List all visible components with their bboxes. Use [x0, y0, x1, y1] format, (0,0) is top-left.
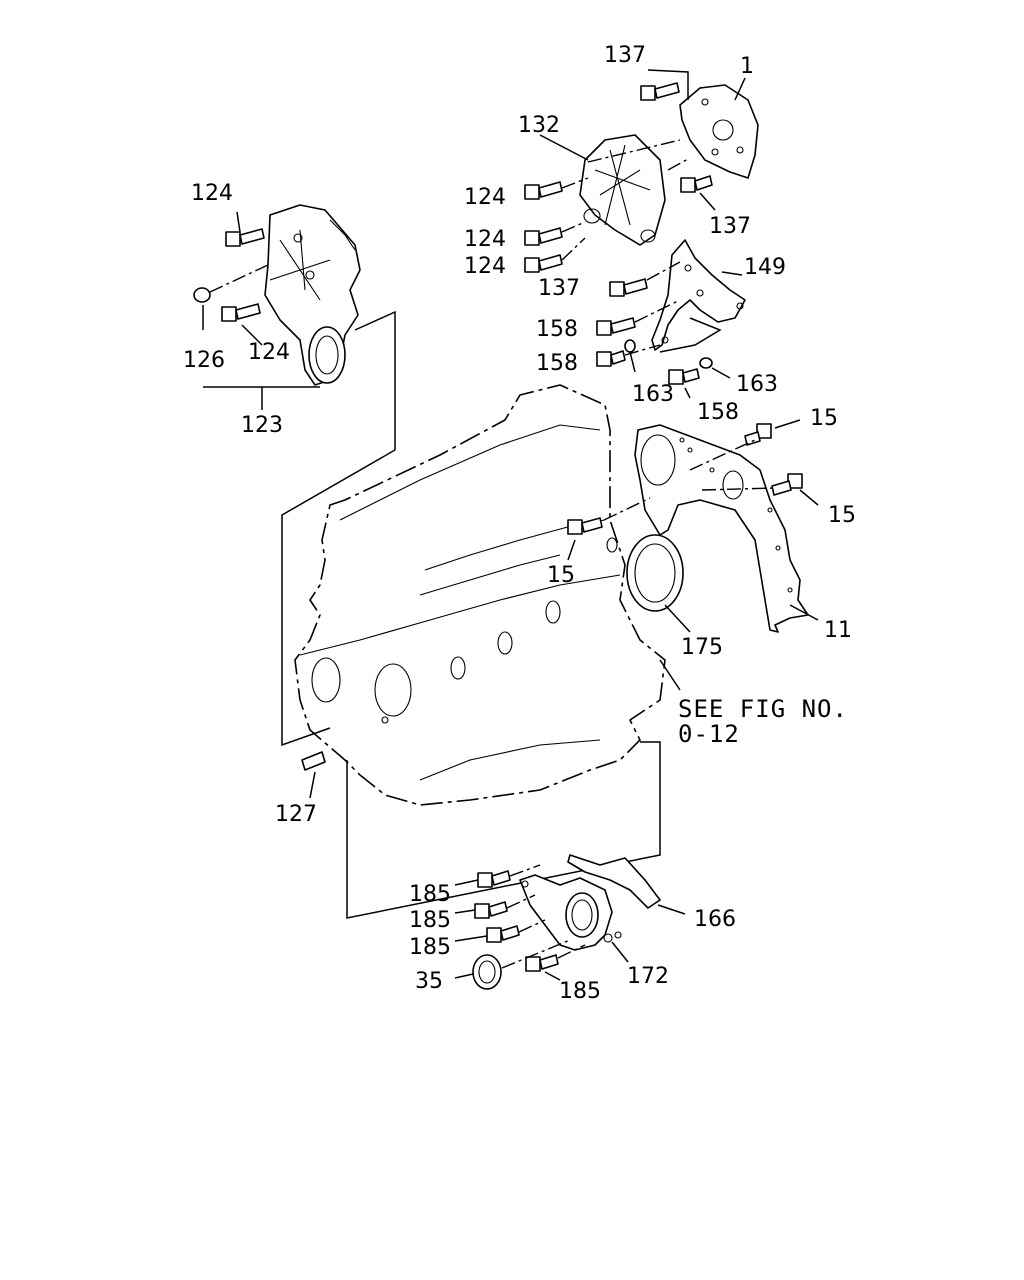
label-166: 166 — [694, 907, 736, 932]
bolt-15-left — [567, 517, 603, 535]
bolt-158-a — [596, 317, 636, 336]
label-185-d: 185 — [559, 979, 601, 1004]
oil-seal-175 — [626, 534, 684, 612]
label-127: 127 — [275, 802, 317, 827]
label-137-right: 137 — [709, 214, 751, 239]
bolt-124-right-2 — [524, 227, 563, 246]
cover-132 — [579, 134, 666, 246]
bolt-124-lower-left — [221, 303, 261, 322]
washer-163-b — [699, 357, 713, 369]
label-158-b: 158 — [536, 351, 578, 376]
label-124-right-3: 124 — [464, 254, 506, 279]
label-11: 11 — [824, 618, 852, 643]
label-132: 132 — [518, 113, 560, 138]
label-15-mid: 15 — [828, 503, 856, 528]
bolt-185-c — [486, 925, 520, 943]
bolt-185-a — [477, 870, 511, 888]
label-158-c: 158 — [697, 400, 739, 425]
oil-seal-35 — [472, 954, 502, 990]
engine-block — [294, 384, 666, 806]
bracket-149 — [651, 239, 746, 351]
plate-11 — [634, 424, 809, 633]
bolt-137-top — [640, 82, 680, 101]
pin-127 — [301, 751, 326, 771]
bolt-15-top — [744, 423, 772, 446]
bolt-185-b — [474, 901, 508, 919]
bolt-158-b — [596, 350, 626, 367]
label-185-a: 185 — [409, 882, 451, 907]
label-137-top: 137 — [604, 43, 646, 68]
label-124-right-2: 124 — [464, 227, 506, 252]
label-172: 172 — [627, 964, 669, 989]
label-124-upper-left: 124 — [191, 181, 233, 206]
bolt-124-right-3 — [524, 254, 563, 273]
label-163-b: 163 — [736, 372, 778, 397]
part-labels: 137 1 132 124 137 124 124 149 137 158 15… — [183, 43, 856, 1004]
label-185-c: 185 — [409, 935, 451, 960]
label-123: 123 — [241, 413, 283, 438]
bolt-15-mid — [771, 473, 803, 496]
label-158-a: 158 — [536, 317, 578, 342]
label-185-b: 185 — [409, 908, 451, 933]
label-15-top: 15 — [810, 406, 838, 431]
bolt-124-upper-left — [225, 228, 265, 247]
reference-note-line-2: 0-12 — [678, 720, 740, 748]
gear-case-assembly — [264, 204, 361, 386]
label-124-right-1: 124 — [464, 185, 506, 210]
bolt-124-right-1 — [524, 181, 563, 200]
label-1: 1 — [740, 54, 754, 79]
bolt-137-bracket — [609, 278, 648, 297]
plate-1 — [679, 84, 759, 179]
label-124-lower-left: 124 — [248, 340, 290, 365]
label-126: 126 — [183, 348, 225, 373]
rear-cover-172 — [519, 874, 622, 951]
gasket-166 — [567, 854, 661, 909]
reference-note-line-1: SEE FIG NO. — [678, 695, 848, 723]
label-15-left: 15 — [547, 563, 575, 588]
label-137-bracket: 137 — [538, 276, 580, 301]
bolt-158-c — [668, 368, 700, 385]
label-175: 175 — [681, 635, 723, 660]
reference-note: SEE FIG NO. 0-12 — [678, 695, 848, 748]
label-149: 149 — [744, 255, 786, 280]
label-35: 35 — [415, 969, 443, 994]
bolt-185-d — [525, 954, 559, 972]
label-163-a: 163 — [632, 382, 674, 407]
bolt-137-right — [680, 175, 713, 193]
washer-163-a — [624, 339, 636, 353]
washer-126 — [193, 287, 211, 303]
